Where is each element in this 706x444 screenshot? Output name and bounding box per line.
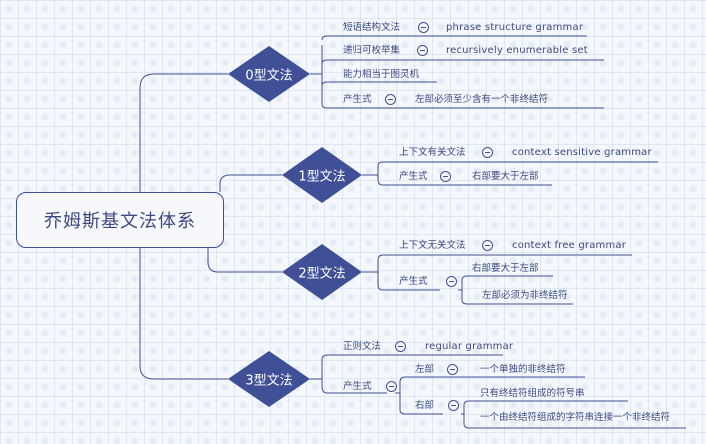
type1-label[interactable]: 1型文法	[298, 169, 346, 185]
node-type2-diamond	[282, 244, 362, 300]
regular-grammar-zh: 正则文法	[343, 341, 382, 352]
type1-production-rule: 右部要大于左部	[472, 171, 539, 182]
phrase-structure-zh: 短语结构文法	[343, 22, 401, 33]
collapse-icon[interactable]	[482, 147, 493, 158]
root-label: 乔姆斯基文法体系	[44, 211, 196, 232]
context-sensitive-en: context sensitive grammar	[512, 147, 652, 158]
context-free-en: context free grammar	[512, 240, 627, 251]
type1-production-label: 产生式	[399, 171, 428, 182]
type2-label[interactable]: 2型文法	[298, 266, 346, 282]
node-type3-diamond	[228, 351, 310, 407]
recursively-enumerable-en: recursively enumerable set	[446, 45, 588, 56]
type3-label[interactable]: 3型文法	[245, 373, 293, 389]
collapse-icon[interactable]	[448, 400, 459, 411]
collapse-icon[interactable]	[447, 364, 458, 375]
root-node[interactable]: 乔姆斯基文法体系	[16, 192, 224, 248]
context-sensitive-zh: 上下文有关文法	[399, 147, 466, 158]
type3-right-label: 右部	[415, 400, 435, 411]
collapse-icon[interactable]	[395, 341, 406, 352]
collapse-icon[interactable]	[446, 276, 457, 287]
collapse-icon[interactable]	[440, 171, 451, 182]
type2-rule-left: 左部必须为非终结符	[482, 290, 568, 301]
type3-left-label: 左部	[415, 364, 435, 375]
node-type0-diamond	[228, 46, 310, 102]
recursively-enumerable-zh: 递归可枚举集	[343, 45, 401, 56]
type3-production-label: 产生式	[343, 381, 372, 392]
context-free-zh: 上下文无关文法	[399, 240, 466, 251]
regular-grammar-en: regular grammar	[425, 341, 514, 352]
turing-equivalent-text: 能力相当于图灵机	[343, 69, 420, 80]
phrase-structure-en: phrase structure grammar	[446, 22, 584, 33]
collapse-icon[interactable]	[386, 381, 397, 392]
type0-label[interactable]: 0型文法	[245, 68, 293, 84]
type0-production-label: 产生式	[343, 94, 372, 105]
collapse-icon[interactable]	[417, 45, 428, 56]
type3-left-rule: 一个单独的非终结符	[480, 364, 566, 375]
node-type1-diamond	[282, 147, 362, 203]
type2-production-label: 产生式	[399, 276, 428, 287]
collapse-icon[interactable]	[482, 240, 493, 251]
type0-production-rule: 左部必须至少含有一个非终结符	[415, 94, 549, 105]
type2-rule-right: 右部要大于左部	[472, 263, 539, 274]
type3-right-rule2: 一个由终结符组成的字符串连接一个非终结符	[480, 412, 671, 423]
collapse-icon[interactable]	[385, 94, 396, 105]
collapse-icon[interactable]	[418, 22, 429, 33]
type3-right-rule1: 只有终结符组成的符号串	[480, 388, 585, 399]
